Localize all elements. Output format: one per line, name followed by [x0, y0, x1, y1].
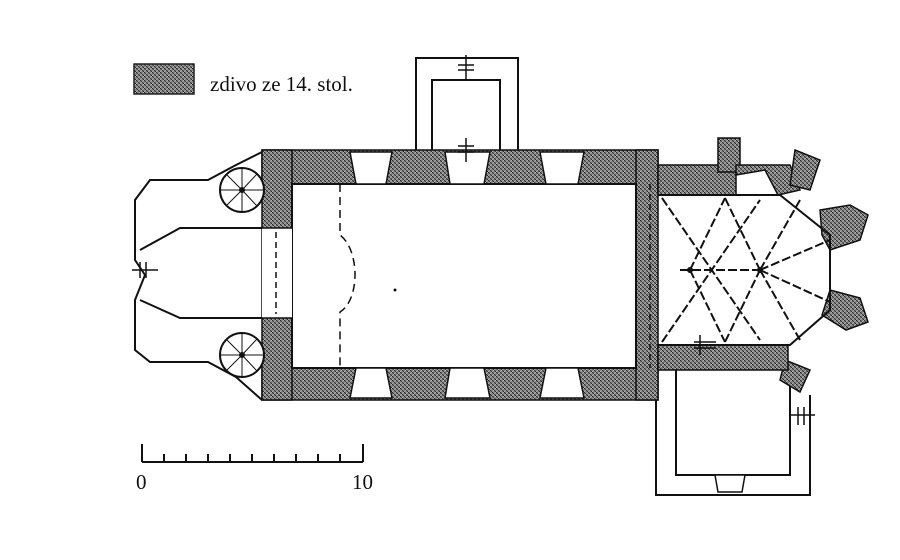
- legend-hatch-swatch: [133, 63, 195, 95]
- legend-label: zdivo ze 14. stol.: [210, 72, 353, 96]
- west-portal: [262, 228, 292, 318]
- center-point: [393, 288, 397, 292]
- rib-vaulting: [661, 197, 831, 343]
- south-spiral-staircase: [219, 332, 265, 378]
- chancel-walls: [657, 137, 869, 394]
- nave-interior: [291, 183, 637, 369]
- scale-bar: [141, 444, 364, 463]
- gallery-dashed-line: [339, 184, 356, 368]
- north-windows: [349, 151, 585, 185]
- north-spiral-staircase: [219, 167, 265, 213]
- scale-min-label: 0: [136, 470, 147, 494]
- door-markers: [132, 55, 815, 425]
- south-annex-door: [714, 474, 746, 493]
- scale-max-label: 10: [352, 470, 373, 494]
- south-windows: [349, 367, 585, 399]
- chancel-outline: [658, 194, 831, 346]
